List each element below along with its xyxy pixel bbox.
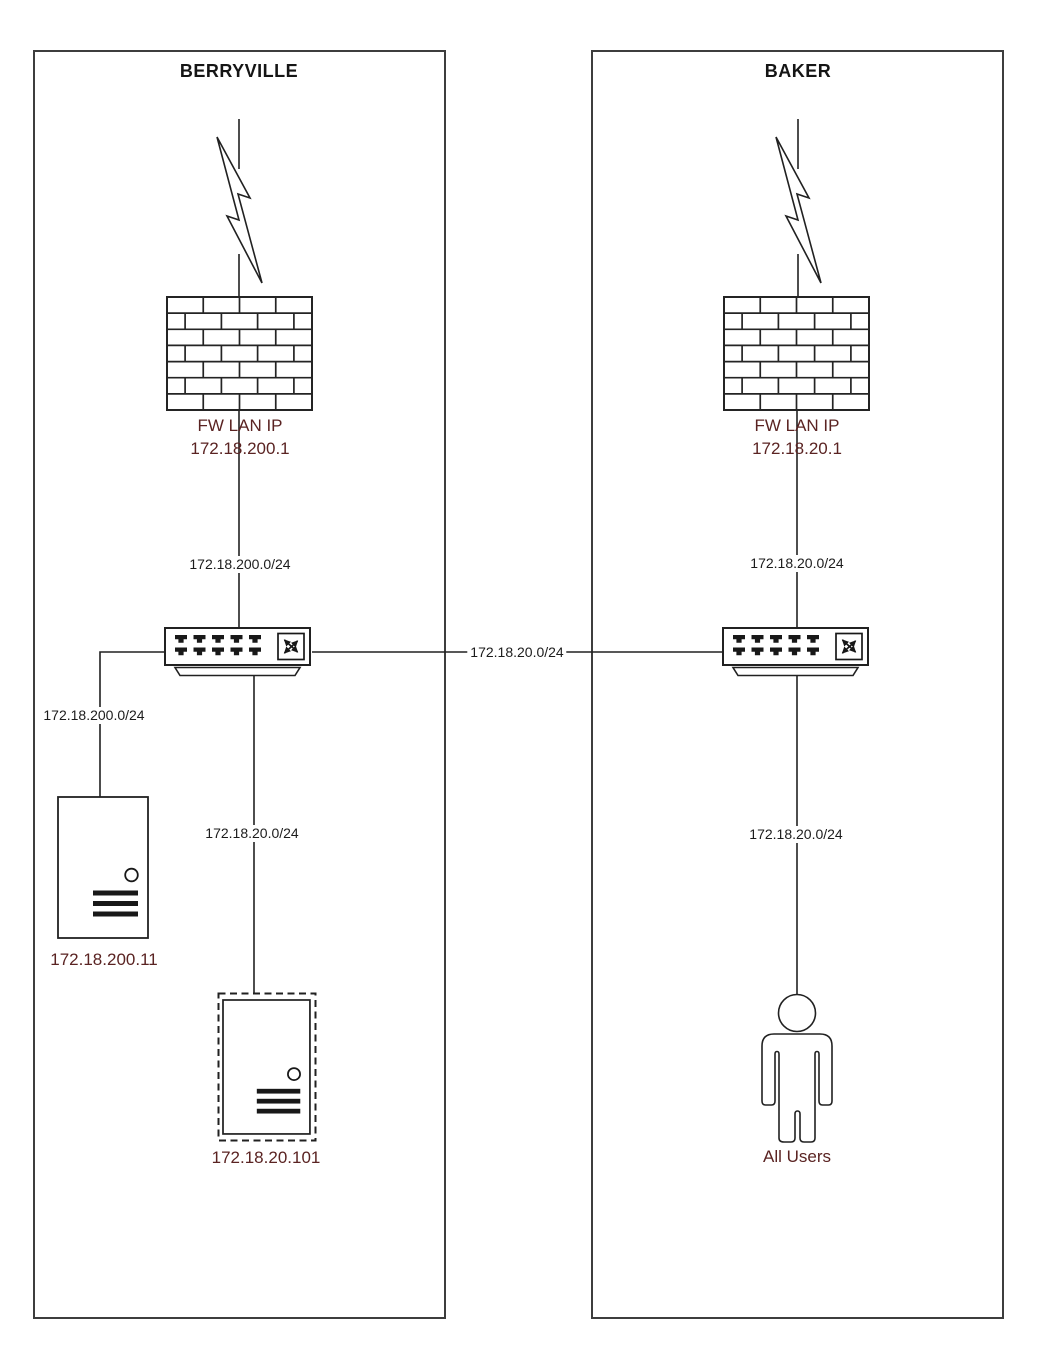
fw-lan-ip-caption: FW LAN IP <box>754 416 840 435</box>
dmz-server-icon-berryville <box>217 992 317 1142</box>
firewall-icon-berryville <box>166 296 313 411</box>
fw-lan-ip-caption: FW LAN IP <box>197 416 283 435</box>
switch-icon-berryville <box>165 628 310 676</box>
connector-switch-to-server-berryville <box>99 651 167 798</box>
subnet-label-fw-switch-berryville: 172.18.200.0/24 <box>186 556 294 573</box>
users-person-icon-baker <box>761 993 833 1143</box>
subnet-label-switch-users-baker: 172.18.20.0/24 <box>746 826 846 843</box>
internet-link-bolt-icon-baker <box>775 136 822 284</box>
firewall-icon-baker <box>723 296 870 411</box>
fw-lan-ip-address: 172.18.20.1 <box>752 439 842 458</box>
subnet-label-switch-dmz-berryville: 172.18.20.0/24 <box>202 825 302 842</box>
switch-icon-baker <box>723 628 868 676</box>
fw-lan-ip-address: 172.18.200.1 <box>190 439 290 458</box>
internet-link-bolt-icon-berryville <box>216 136 263 284</box>
site-title-baker: BAKER <box>764 61 832 81</box>
server-icon-berryville <box>57 796 149 939</box>
all-users-label-baker: All Users <box>762 1147 832 1166</box>
subnet-label-fw-switch-baker: 172.18.20.0/24 <box>747 555 847 572</box>
fw-lan-ip-label-baker: FW LAN IP 172.18.20.1 <box>752 414 842 460</box>
site-box-berryville <box>33 50 446 1319</box>
server-ip-label-berryville: 172.18.200.11 <box>50 950 158 969</box>
subnet-label-interconnect: 172.18.20.0/24 <box>467 644 567 661</box>
dmz-server-ip-label-berryville: 172.18.20.101 <box>211 1148 321 1167</box>
subnet-label-switch-server-berryville: 172.18.200.0/24 <box>40 707 148 724</box>
site-title-berryville: BERRYVILLE <box>179 61 299 81</box>
fw-lan-ip-label-berryville: FW LAN IP 172.18.200.1 <box>190 414 289 460</box>
site-box-baker <box>591 50 1004 1319</box>
